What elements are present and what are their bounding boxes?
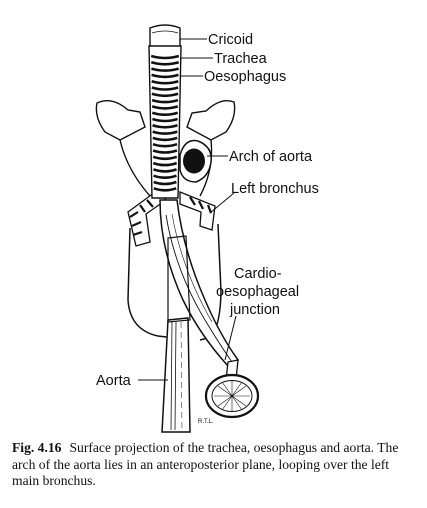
- tracheal-ring: [150, 61, 180, 66]
- tracheal-ring: [150, 54, 180, 60]
- leader-lines: [138, 38, 237, 381]
- tracheal-ring: [152, 161, 178, 167]
- artist-initials: R.T.L.: [198, 419, 214, 425]
- tracheal-ring: [152, 124, 178, 129]
- tracheal-ring: [151, 92, 179, 98]
- tracheal-ring: [151, 105, 179, 110]
- tracheal-ring: [152, 136, 178, 142]
- caption-text: Surface projection of the trachea, oesop…: [12, 440, 399, 488]
- left-bronchus: [179, 191, 216, 231]
- tracheal-ring: [152, 155, 178, 161]
- tracheal-ring: [151, 98, 179, 104]
- tracheal-ring: [152, 130, 178, 135]
- tracheal-ring: [151, 67, 179, 72]
- tracheal-ring: [152, 149, 178, 154]
- aorta: [161, 317, 191, 433]
- tracheal-ring: [152, 117, 178, 123]
- tracheal-ring: [151, 86, 179, 91]
- arch-of-aorta: [179, 139, 212, 183]
- label-trachea: Trachea: [214, 51, 268, 67]
- label-cricoid: Cricoid: [208, 32, 253, 48]
- cardio-oesophageal-junction: [204, 359, 260, 419]
- trachea: [148, 45, 182, 199]
- label-oesophagus: Oesophagus: [204, 69, 286, 85]
- label-arch-of-aorta: Arch of aorta: [229, 149, 313, 165]
- figure-number: Fig. 4.16: [12, 440, 62, 455]
- tracheal-ring: [153, 174, 177, 179]
- tracheal-ring: [152, 142, 178, 148]
- label-cardio-line1: Cardio-: [234, 266, 282, 282]
- tracheal-ring: [153, 187, 177, 192]
- label-aorta: Aorta: [96, 373, 132, 389]
- thorax-outline: [95, 100, 146, 141]
- tracheal-ring: [153, 168, 177, 173]
- label-left-bronchus: Left bronchus: [231, 181, 319, 197]
- tracheal-ring: [151, 79, 179, 85]
- label-cardio-line2: oesophageal: [216, 284, 299, 300]
- label-cardio-line3: junction: [229, 302, 280, 318]
- tracheal-ring: [151, 73, 179, 79]
- tracheal-ring: [153, 180, 177, 186]
- tracheal-ring: [151, 111, 179, 116]
